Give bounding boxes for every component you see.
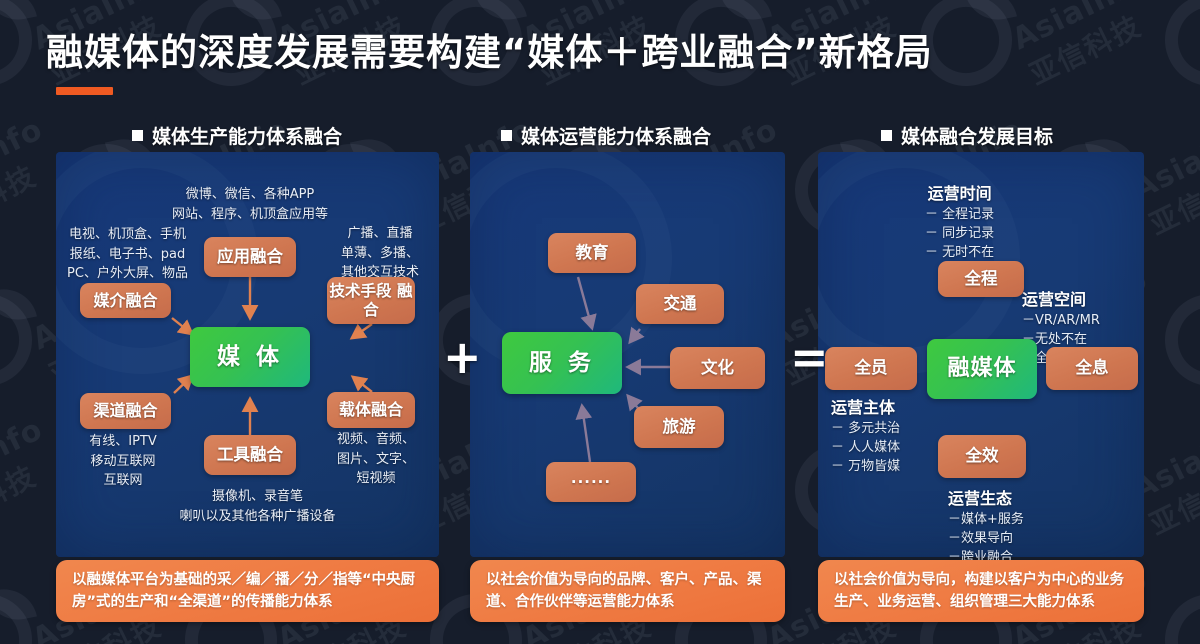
box-transportation[interactable]: 交通 — [636, 284, 724, 324]
caption-goal: 以社会价值为导向，构建以客户为中心的业务生产、业务运营、组织管理三大能力体系 — [818, 560, 1144, 622]
bullet-icon — [881, 130, 892, 141]
box-tool-fusion[interactable]: 工具融合 — [204, 435, 296, 475]
connector-plus: + — [443, 330, 482, 384]
box-quanxiao[interactable]: 全效 — [938, 435, 1026, 478]
box-channel-fusion[interactable]: 渠道融合 — [80, 393, 171, 429]
connector-equals: = — [790, 330, 829, 384]
box-education[interactable]: 教育 — [548, 233, 636, 273]
watermark-logo-icon — [0, 278, 48, 402]
box-culture[interactable]: 文化 — [670, 347, 765, 389]
caption-production: 以融媒体平台为基础的采／编／播／分／指等“中央厨房”式的生产和“全渠道”的传播能… — [56, 560, 439, 622]
box-technical-means-fusion[interactable]: 技术手段 融合 — [327, 277, 415, 324]
bullet-icon — [132, 130, 143, 141]
box-center-converged-media[interactable]: 融媒体 — [927, 339, 1037, 399]
box-quanxi[interactable]: 全息 — [1046, 347, 1138, 390]
note-app-sources: 微博、微信、各种APP 网站、程序、机顶盒应用等 — [171, 187, 328, 222]
box-center-service[interactable]: 服 务 — [502, 332, 622, 394]
watermark-logo-icon — [1149, 578, 1200, 644]
title-accent-bar — [56, 87, 113, 95]
box-carrier-fusion[interactable]: 载体融合 — [327, 392, 415, 428]
arrows-production — [171, 277, 373, 435]
box-medium-fusion[interactable]: 媒介融合 — [80, 283, 171, 318]
note-tech-methods: 广播、直播 单薄、多播、 其他交互技术 — [340, 226, 419, 280]
group-operation-ecology: 运营生态 －媒体+服务 －效果导向 －跨业融合 — [948, 489, 1024, 565]
header: 融媒体的深度发展需要构建“媒体＋跨业融合”新格局 — [0, 0, 1200, 110]
box-quancheng[interactable]: 全程 — [938, 261, 1024, 297]
column-heading-operation: 媒体运营能力体系融合 — [501, 122, 711, 149]
column-heading-production: 媒体生产能力体系融合 — [132, 122, 342, 149]
note-channels: 有线、IPTV 移动互联网 互联网 — [89, 434, 157, 488]
group-operation-time: 运营时间 － 全程记录 － 同步记录 － 无时不在 — [925, 184, 995, 260]
page-title: 融媒体的深度发展需要构建“媒体＋跨业融合”新格局 — [46, 31, 933, 74]
group-operation-subject: 运营主体 － 多元共治 － 人人媒体 － 万物皆媒 — [831, 398, 901, 474]
box-ellipsis[interactable]: ······ — [546, 462, 636, 502]
note-media-devices: 电视、机顶盒、手机 报纸、电子书、pad PC、户外大屏、物品 — [67, 227, 188, 281]
watermark-logo-icon — [1149, 278, 1200, 402]
column-heading-goal: 媒体融合发展目标 — [881, 122, 1053, 149]
box-application-fusion[interactable]: 应用融合 — [204, 237, 296, 277]
note-tools: 摄像机、录音笔 喇叭以及其他各种广播设备 — [179, 489, 336, 524]
note-carriers: 视频、音频、 图片、文字、 短视频 — [336, 432, 415, 486]
box-center-media[interactable]: 媒 体 — [190, 327, 310, 387]
caption-operation: 以社会价值为导向的品牌、客户、产品、渠道、合作伙伴等运营能力体系 — [470, 560, 785, 622]
watermark-logo-icon — [0, 578, 48, 644]
box-tourism[interactable]: 旅游 — [634, 406, 724, 448]
box-quanyuan[interactable]: 全员 — [825, 347, 917, 390]
bullet-icon — [501, 130, 512, 141]
